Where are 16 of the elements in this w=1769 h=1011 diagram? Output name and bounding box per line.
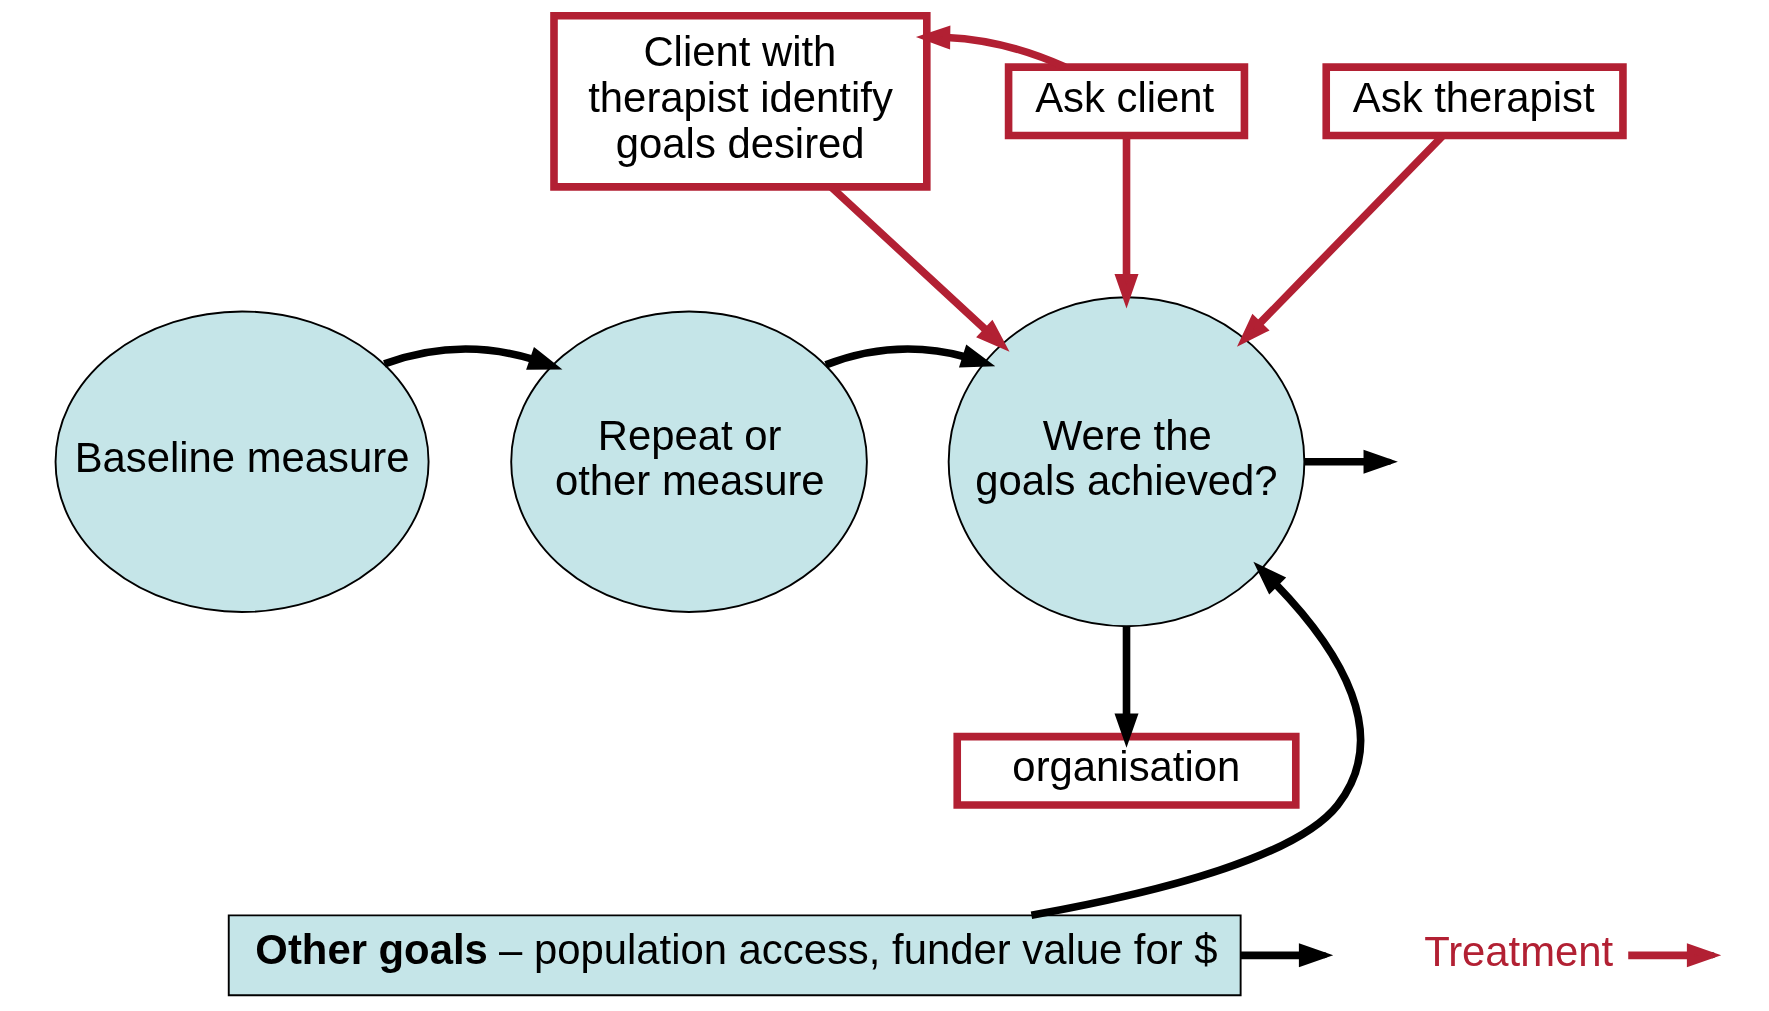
node-box: organisation (952, 732, 1300, 809)
node-circle: Were the goals achieved? (947, 296, 1305, 628)
arrow (1303, 449, 1398, 474)
node-text: Treatment (1423, 927, 1613, 975)
node-ellipse: Baseline measure (54, 310, 430, 613)
node-box: Ask therapist (1321, 63, 1627, 140)
arrow (824, 344, 995, 369)
arrow (1627, 943, 1721, 968)
arrow (382, 345, 562, 370)
node-box: Ask client (1004, 63, 1248, 140)
node-box: Client with therapist identify goals desired (549, 11, 931, 191)
node-ellipse: Repeat or other measure (509, 310, 868, 613)
arrow (1114, 136, 1139, 309)
arrow (1240, 943, 1333, 968)
node-box: Other goals – population access, funder value for $ (227, 914, 1242, 997)
arrow (1114, 627, 1139, 748)
